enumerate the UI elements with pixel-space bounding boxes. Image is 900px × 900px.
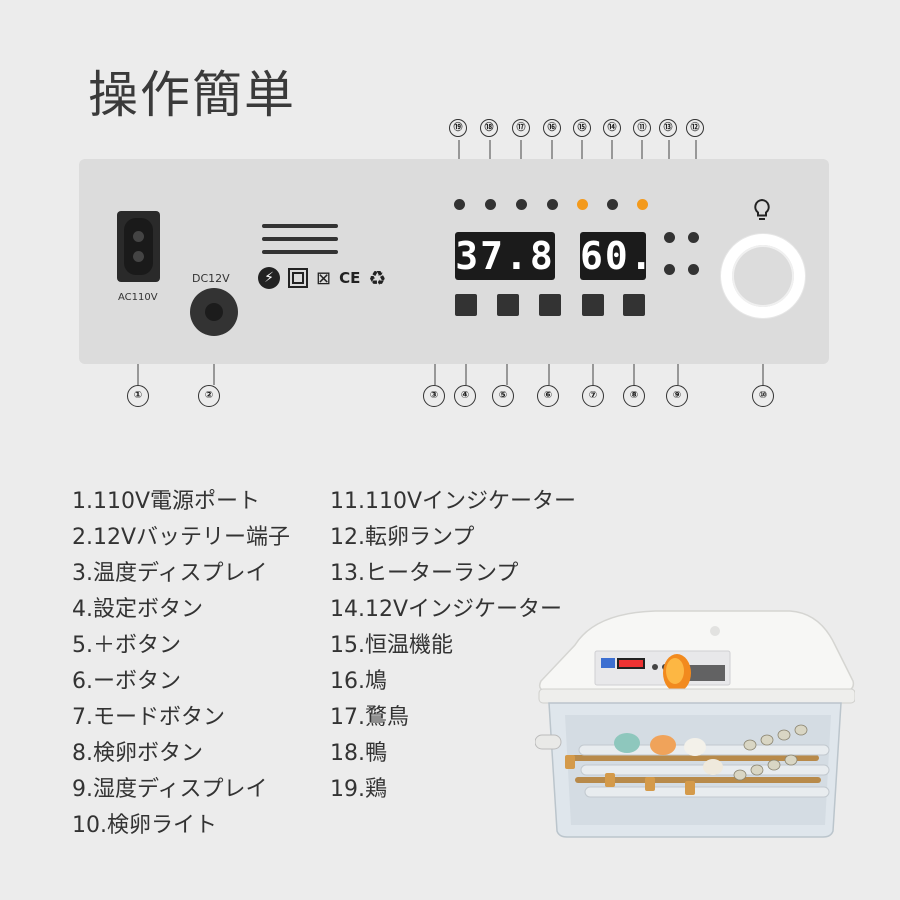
indicator-chicken [454,199,465,210]
humidity-display: 60. [580,232,655,280]
callout-1: ① [127,385,149,407]
legend-item: 19.鶏 [330,777,387,802]
legend-item: 12.転卵ランプ [330,525,475,550]
legend-item: 10.検卵ライト [72,813,217,838]
indicator-goose [516,199,527,210]
recycle-icon: ♻ [368,266,387,290]
callout-5: ⑤ [492,385,514,407]
callout-17: ⑰ [512,119,530,137]
candling-light[interactable] [720,233,806,319]
ce-mark-icon: CE [339,269,361,287]
callout-6: ⑥ [537,385,559,407]
legend-right: 11.110Vインジケーター 12.転卵ランプ 13.ヒーターランプ 14.12… [330,484,576,808]
bulb-icon [752,198,772,228]
legend-item: 9.湿度ディスプレイ [72,777,268,802]
set-button[interactable] [455,294,477,316]
page-title: 操作簡単 [88,66,296,124]
certification-icons: ⚡ ⊠ CE ♻ [258,266,386,290]
callout-10: ⑩ [752,385,774,407]
legend-item: 7.モードボタン [72,705,225,730]
indicator-12v [607,199,618,210]
callout-13: ⑬ [659,119,677,137]
legend-item: 6.ーボタン [72,669,181,694]
legend-item: 5.＋ボタン [72,633,181,658]
lightning-icon: ⚡ [258,267,280,289]
legend-item: 8.検卵ボタン [72,741,203,766]
callout-7: ⑦ [582,385,604,407]
callout-9: ⑨ [666,385,688,407]
legend-item: 17.鶩鳥 [330,705,409,730]
ac-power-socket[interactable] [117,211,160,282]
indicator-thermostat [577,199,588,210]
candling-button[interactable] [623,294,645,316]
minus-button[interactable] [539,294,561,316]
indicator-duck [485,199,496,210]
legend-item: 13.ヒーターランプ [330,561,519,586]
legend-item: 15.恒温機能 [330,633,453,658]
weee-bin-icon: ⊠ [316,267,332,289]
callout-14: ⑭ [603,119,621,137]
legend-item: 18.鴨 [330,741,387,766]
vent-slot [262,224,338,228]
heater-lamp [664,232,675,243]
legend-item: 1.110V電源ポート [72,489,261,514]
legend-left: 1.110V電源ポート 2.12Vバッテリー端子 3.温度ディスプレイ 4.設定… [72,484,290,844]
turning-lamp-lower [688,264,699,275]
callout-3: ③ [423,385,445,407]
plus-button[interactable] [497,294,519,316]
callout-12: ⑫ [686,119,704,137]
callout-16: ⑯ [543,119,561,137]
legend-item: 14.12Vインジケーター [330,597,563,622]
dc-jack[interactable] [190,288,238,336]
double-insulation-icon [288,268,308,288]
callout-15: ⑮ [573,119,591,137]
callout-2: ② [198,385,220,407]
incubator-illustration [535,610,855,838]
vent-slot [262,250,338,254]
legend-item: 11.110Vインジケーター [330,489,577,514]
temperature-display: 37.8 [455,232,555,280]
turning-lamp [688,232,699,243]
control-panel [79,159,829,364]
callout-4: ④ [454,385,476,407]
callout-19: ⑲ [449,119,467,137]
dc-label: DC12V [192,272,230,285]
heater-lamp-lower [664,264,675,275]
legend-item: 3.温度ディスプレイ [72,561,268,586]
callout-18: ⑱ [480,119,498,137]
legend-item: 4.設定ボタン [72,597,203,622]
callout-11: ⑪ [633,119,651,137]
legend-item: 16.鳩 [330,669,387,694]
mode-button[interactable] [582,294,604,316]
vent-slot [262,237,338,241]
ac-label: AC110V [118,292,158,303]
indicator-pigeon [547,199,558,210]
legend-item: 2.12Vバッテリー端子 [72,525,291,550]
indicator-110v [637,199,648,210]
callout-8: ⑧ [623,385,645,407]
